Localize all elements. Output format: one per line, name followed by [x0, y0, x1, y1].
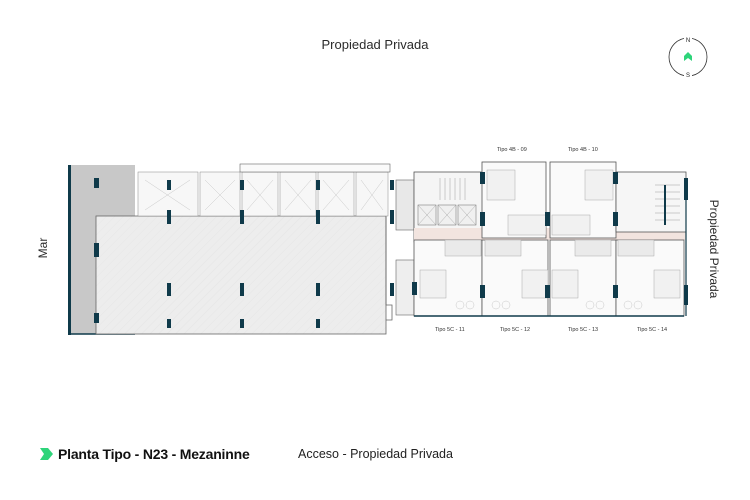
floor-title: Planta Tipo - N23 - Mezaninne — [40, 446, 250, 462]
north-boundary-label: Propiedad Privada — [321, 37, 429, 52]
unit-label-4b-09: Tipo 4B - 09 — [497, 147, 527, 153]
chevron-arrow-icon — [40, 448, 53, 460]
compass-icon: N S — [668, 36, 708, 78]
access-label: Acceso - Propiedad Privada — [298, 447, 453, 461]
svg-text:N: N — [686, 38, 690, 44]
unit-label-5c-14: Tipo 5C - 14 — [637, 327, 668, 333]
unit-label-4b-10: Tipo 4B - 10 — [568, 147, 598, 153]
unit-label-5c-13: Tipo 5C - 13 — [568, 327, 599, 333]
unit-label-5c-11: Tipo 5C - 11 — [435, 327, 465, 333]
svg-text:S: S — [686, 73, 690, 78]
floor-title-text: Planta Tipo - N23 - Mezaninne — [58, 446, 250, 462]
unit-label-5c-12: Tipo 5C - 12 — [500, 327, 531, 333]
